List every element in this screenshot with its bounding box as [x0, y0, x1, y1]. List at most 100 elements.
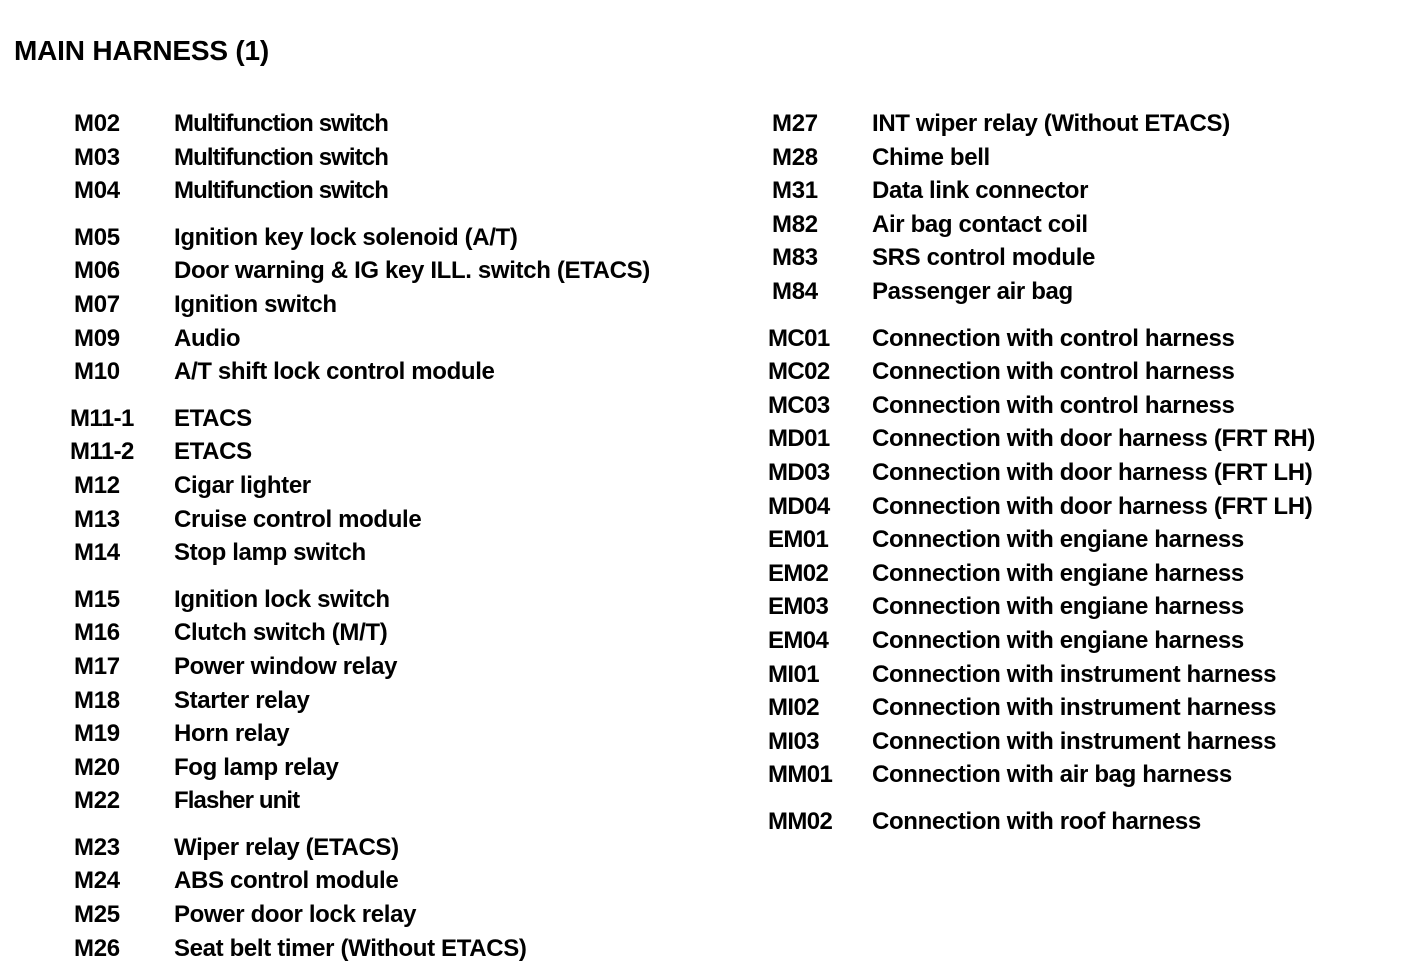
connector-description: Connection with control harness	[872, 324, 1235, 352]
connector-description: Connection with instrument harness	[872, 660, 1277, 688]
page-title: MAIN HARNESS (1)	[14, 34, 270, 66]
connector-row: MM01 Connection with air bag harness	[768, 761, 1392, 797]
connector-code: M15	[74, 585, 120, 613]
connector-description: Connection with control harness	[872, 391, 1235, 419]
connector-code: M25	[74, 901, 120, 929]
connector-row: MC02 Connection with control harness	[768, 358, 1392, 394]
connector-row: M22 Flasher unit	[74, 789, 734, 823]
connector-description: Ignition lock switch	[174, 585, 390, 613]
connector-code: MI03	[768, 727, 820, 755]
connector-code: M02	[74, 110, 120, 137]
connector-description: Clutch switch (M/T)	[174, 619, 388, 647]
connector-description: Starter relay	[174, 686, 310, 714]
connector-code: MC02	[768, 358, 830, 386]
connector-row: M13 Cruise control module	[74, 505, 734, 542]
connector-row: M16 Clutch switch (M/T)	[74, 621, 734, 655]
connector-description: Horn relay	[174, 720, 290, 748]
connector-description: SRS control module	[872, 244, 1096, 272]
connector-description: Connection with roof harness	[872, 807, 1201, 835]
connector-row: M14 Stop lamp switch	[74, 541, 734, 575]
connector-description: Audio	[174, 324, 241, 352]
connector-description: Air bag contact coil	[872, 210, 1088, 238]
connector-code: MD03	[768, 458, 830, 486]
connector-code: M28	[772, 143, 818, 171]
connector-description: Seat belt timer (Without ETACS)	[174, 934, 527, 962]
connector-description: Multifunction switch	[174, 110, 389, 137]
connector-row: M07 Ignition switch	[74, 290, 734, 327]
connector-description: ETACS	[174, 438, 252, 466]
connector-code: M05	[74, 223, 120, 251]
connector-code: M04	[74, 177, 120, 205]
connector-row: MD01 Connection with door harness (FRT RH…	[768, 425, 1392, 461]
connector-code: M09	[74, 324, 120, 352]
connector-description: Cruise control module	[174, 505, 422, 533]
connector-description: Chime bell	[872, 143, 990, 171]
connector-code: M06	[74, 257, 120, 285]
connector-row: M25 Power door lock relay	[74, 903, 734, 937]
connector-row: M04 Multifunction switch	[74, 179, 734, 213]
connector-code: M82	[772, 210, 818, 238]
connector-row: M12 Cigar lighter	[74, 471, 734, 508]
connector-code: MD04	[768, 492, 830, 520]
connector-description: Connection with door harness (FRT LH)	[872, 492, 1313, 520]
connector-code: M20	[74, 753, 120, 781]
connector-code: M03	[74, 143, 120, 171]
connector-code: MM02	[768, 807, 833, 835]
connector-description: Connection with engiane harness	[872, 626, 1244, 654]
connector-code: MC01	[768, 324, 830, 352]
connector-row: MM02 Connection with roof harness	[768, 807, 1392, 844]
connector-code: MM01	[768, 761, 833, 789]
connector-description: Data link connector	[872, 177, 1089, 205]
connector-description: Stop lamp switch	[174, 539, 366, 567]
connector-code: M22	[74, 787, 120, 815]
connector-code: M13	[74, 505, 120, 533]
connector-code: EM01	[768, 526, 829, 554]
connector-code: MD01	[768, 425, 830, 453]
connector-description: Ignition switch	[174, 290, 337, 318]
connector-row: MC03 Connection with control harness	[768, 391, 1392, 428]
connector-description: Flasher unit	[174, 787, 300, 815]
connector-description: Connection with control harness	[872, 358, 1235, 386]
connector-code: M12	[74, 471, 120, 499]
connector-code: M23	[74, 833, 120, 861]
connector-code: M31	[772, 177, 818, 205]
connector-description: ETACS	[174, 404, 252, 432]
connector-row: M02 Multifunction switch	[74, 112, 734, 146]
connector-row: M28 Chime bell	[772, 143, 1392, 180]
connector-description: Connection with air bag harness	[872, 761, 1232, 789]
connector-description: Connection with engiane harness	[872, 526, 1244, 554]
connector-code: M16	[74, 619, 120, 647]
connector-row: MC01 Connection with control harness	[768, 324, 1392, 361]
connector-description: Cigar lighter	[174, 471, 311, 499]
connector-code: M14	[74, 539, 120, 567]
connector-description: Connection with door harness (FRT RH)	[872, 425, 1316, 453]
connector-description: Connection with door harness (FRT LH)	[872, 458, 1313, 486]
connector-code: M17	[74, 652, 120, 680]
connector-code: EM02	[768, 559, 829, 587]
connector-description: Power window relay	[174, 652, 398, 680]
connector-code: MC03	[768, 391, 830, 419]
connector-code: M24	[74, 867, 120, 895]
connector-description: Connection with engiane harness	[872, 593, 1244, 621]
connector-row: EM01 Connection with engiane harness	[768, 526, 1392, 562]
connector-code: M07	[74, 290, 120, 318]
connector-description: Power door lock relay	[174, 901, 417, 929]
connector-description: Connection with instrument harness	[872, 694, 1277, 722]
connector-row: M82 Air bag contact coil	[772, 210, 1392, 247]
connector-description: Multifunction switch	[174, 177, 389, 205]
